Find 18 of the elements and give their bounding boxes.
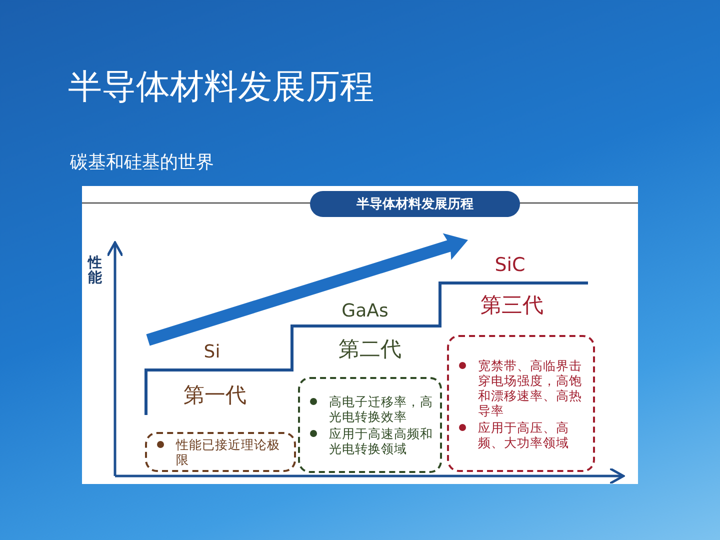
axis-label: 性能 xyxy=(88,256,102,287)
bullet-text: 高电子迁移率，高光电转换效率 xyxy=(329,394,434,424)
note-box xyxy=(145,432,296,472)
material-label: GaAs xyxy=(342,300,388,322)
note-box xyxy=(447,335,595,472)
note-box xyxy=(298,377,442,473)
title-pill: 半导体材料发展历程 xyxy=(310,191,520,217)
generation-label: 第一代 xyxy=(184,382,246,409)
subtitle: 碳基和硅基的世界 xyxy=(70,151,214,174)
bullet-text: 应用于高压、高频、大功率领域 xyxy=(478,420,570,450)
bullet-text: 性能已接近理论极限 xyxy=(176,437,281,467)
slide-title: 半导体材料发展历程 xyxy=(68,66,374,109)
material-label: SiC xyxy=(494,254,526,276)
bullet-text: 宽禁带、高临界击穿电场强度，高饱和漂移速率、高热导率 xyxy=(478,358,583,418)
generation-label: 第三代 xyxy=(480,292,544,319)
material-label: Si xyxy=(204,342,220,362)
bullet-text: 应用于高速高频和光电转换领域 xyxy=(329,426,434,456)
generation-label: 第二代 xyxy=(338,336,402,363)
